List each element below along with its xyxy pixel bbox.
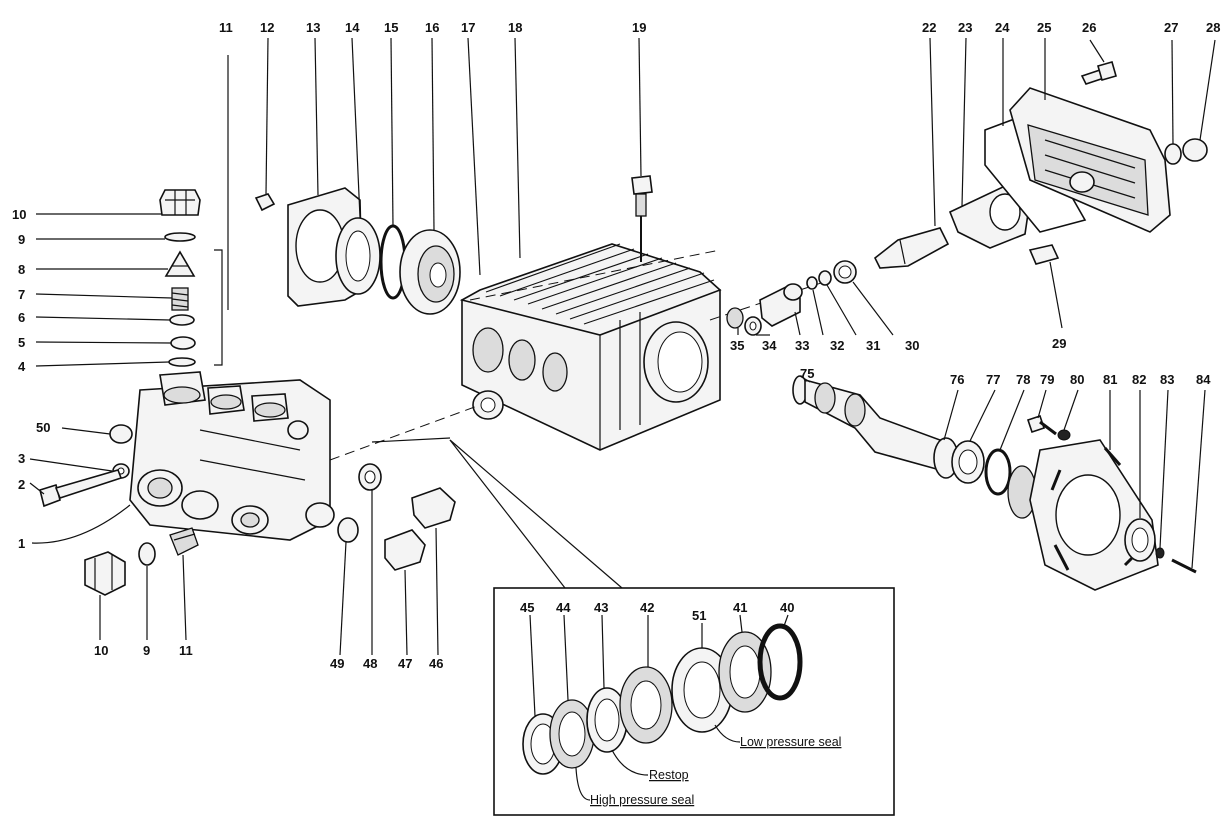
label-26: 26: [1082, 20, 1096, 35]
label-6: 6: [18, 310, 25, 325]
label-33: 33: [795, 338, 809, 353]
label-11-bottom: 11: [179, 643, 193, 658]
label-42: 42: [640, 600, 654, 615]
label-35: 35: [730, 338, 744, 353]
note-restop: Restop: [649, 768, 689, 782]
label-12: 12: [260, 20, 274, 35]
label-9-bottom: 9: [143, 643, 150, 658]
valve-stack: [159, 55, 229, 367]
label-40: 40: [780, 600, 794, 615]
label-47: 47: [398, 656, 412, 671]
label-10-bottom: 10: [94, 643, 108, 658]
label-28: 28: [1206, 20, 1220, 35]
label-9-top: 9: [18, 232, 25, 247]
label-76: 76: [950, 372, 964, 387]
label-81: 81: [1103, 372, 1117, 387]
label-7: 7: [18, 287, 25, 302]
crankcase-group: [254, 37, 831, 589]
label-49: 49: [330, 656, 344, 671]
label-80: 80: [1070, 372, 1084, 387]
label-13: 13: [306, 20, 320, 35]
rear-cover: [984, 38, 1216, 329]
note-high-pressure-seal: High pressure seal: [590, 793, 694, 807]
label-16: 16: [425, 20, 439, 35]
label-50: 50: [36, 420, 50, 435]
label-44: 44: [556, 600, 571, 615]
label-15: 15: [384, 20, 398, 35]
label-82: 82: [1132, 372, 1146, 387]
connecting-rod: [873, 37, 1031, 269]
label-51: 51: [692, 608, 706, 623]
label-43: 43: [594, 600, 608, 615]
label-22: 22: [922, 20, 936, 35]
label-17: 17: [461, 20, 475, 35]
label-48: 48: [363, 656, 377, 671]
label-19: 19: [632, 20, 646, 35]
label-31: 31: [866, 338, 880, 353]
label-78: 78: [1016, 372, 1030, 387]
label-29: 29: [1052, 336, 1066, 351]
label-2: 2: [18, 477, 25, 492]
label-18: 18: [508, 20, 522, 35]
label-11-top: 11: [219, 20, 233, 35]
label-14: 14: [345, 20, 360, 35]
label-77: 77: [986, 372, 1000, 387]
label-10-top: 10: [12, 207, 26, 222]
valve-manifold: [29, 213, 456, 656]
label-23: 23: [958, 20, 972, 35]
label-5: 5: [18, 335, 25, 350]
label-1: 1: [18, 536, 25, 551]
label-30: 30: [905, 338, 919, 353]
plunger-parts: [726, 260, 894, 336]
label-32: 32: [830, 338, 844, 353]
label-27: 27: [1164, 20, 1178, 35]
label-45: 45: [520, 600, 534, 615]
part-number-labels: 11 12 13 14 15 16 17 18 19 22 23 24 25 2…: [12, 20, 1220, 807]
label-83: 83: [1160, 372, 1174, 387]
label-46: 46: [429, 656, 443, 671]
label-34: 34: [762, 338, 777, 353]
label-24: 24: [995, 20, 1010, 35]
crankshaft-flange: [792, 375, 1206, 591]
label-41: 41: [733, 600, 747, 615]
label-8: 8: [18, 262, 25, 277]
label-75: 75: [800, 366, 814, 381]
label-25: 25: [1037, 20, 1051, 35]
label-4: 4: [18, 359, 26, 374]
seal-inset: [493, 587, 895, 816]
label-84: 84: [1196, 372, 1211, 387]
note-low-pressure-seal: Low pressure seal: [740, 735, 841, 749]
label-3: 3: [18, 451, 25, 466]
label-79: 79: [1040, 372, 1054, 387]
